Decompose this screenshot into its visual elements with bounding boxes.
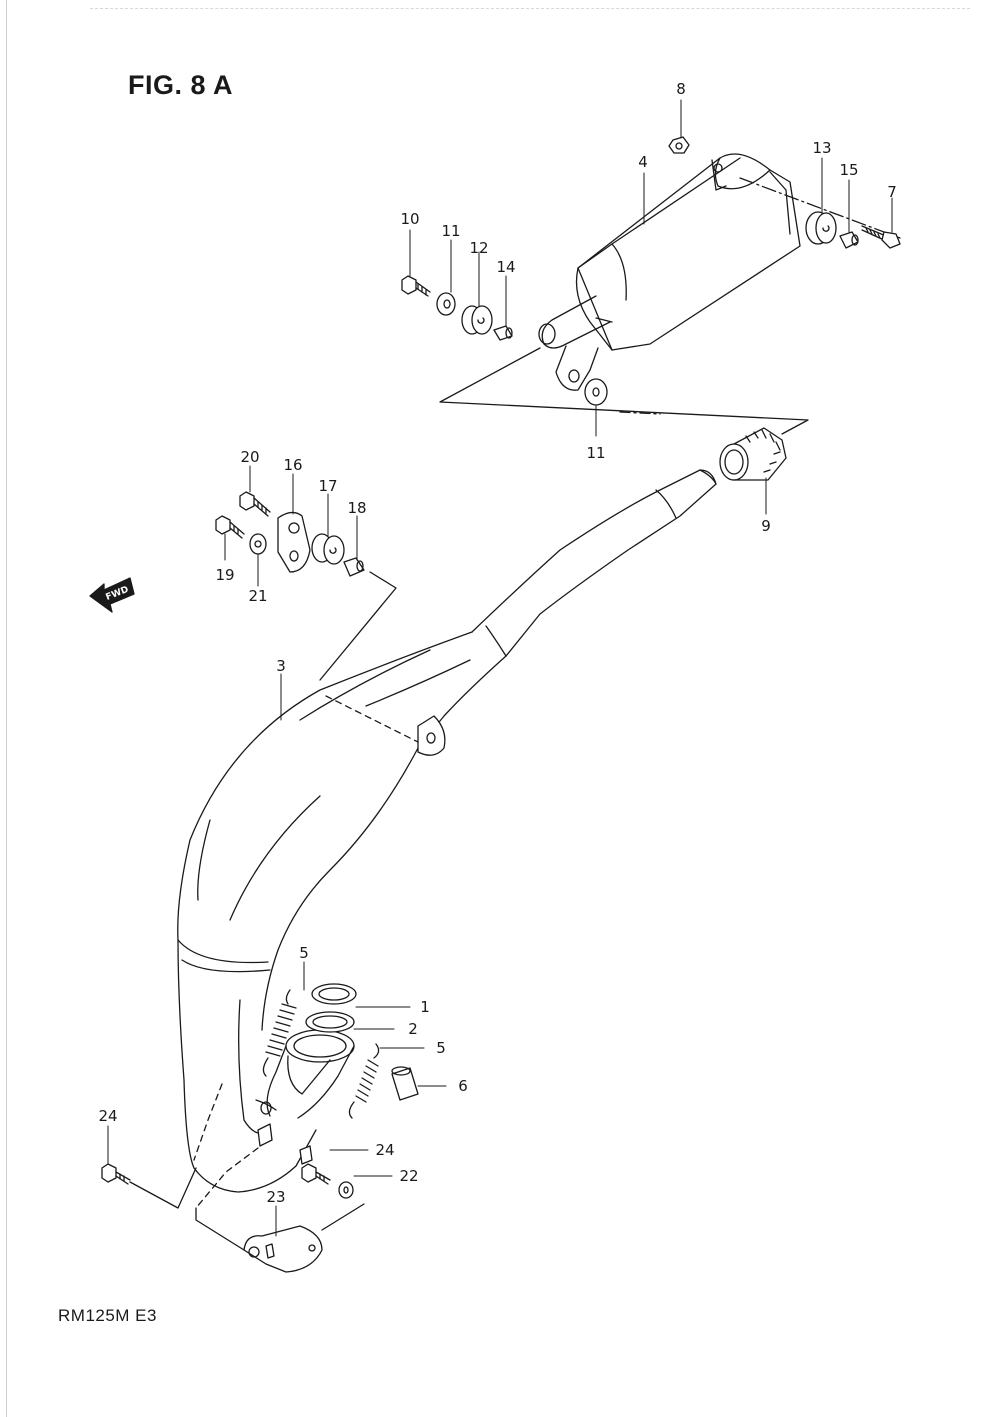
grommet-part-17 [311, 533, 345, 565]
callout-5-upper: 5 [299, 944, 309, 962]
silencer-part [538, 153, 801, 391]
callout-5-lower: 5 [436, 1039, 446, 1057]
washer-part-11a [436, 292, 456, 316]
gasket-part-1 [311, 983, 357, 1005]
inlet-pipe [266, 1029, 355, 1119]
gasket-part-2 [305, 1011, 355, 1033]
callout-4: 4 [638, 153, 648, 171]
bolt-part-7 [861, 225, 901, 249]
grommet-part-13 [805, 211, 837, 245]
callout-19: 19 [215, 566, 234, 584]
bolt-part-24a [101, 1163, 197, 1209]
bracket-part-23 [243, 1225, 323, 1273]
callout-6: 6 [458, 1077, 468, 1095]
washer-part-11b [584, 378, 608, 406]
washer-part-22 [338, 1181, 354, 1199]
callout-11-upper: 11 [441, 222, 460, 240]
grommet-part-12 [461, 305, 493, 335]
bolt-part-19 [215, 515, 245, 539]
collar-part-18 [343, 557, 365, 577]
callout-2: 2 [408, 1020, 418, 1038]
callout-24-right: 24 [375, 1141, 394, 1159]
callout-21: 21 [248, 587, 267, 605]
callout-1: 1 [420, 998, 430, 1016]
callout-14: 14 [496, 258, 515, 276]
forward-arrow-icon [89, 577, 135, 613]
callout-8: 8 [676, 80, 686, 98]
spring-part-5a [262, 989, 297, 1077]
bolt-part-24b [301, 1163, 331, 1185]
callout-3: 3 [276, 657, 286, 675]
model-code: RM125M E3 [58, 1306, 157, 1325]
bolt-part-20 [239, 491, 271, 517]
collar-part-6 [391, 1066, 419, 1101]
callout-7: 7 [887, 183, 897, 201]
callout-10: 10 [400, 210, 419, 228]
callout-12: 12 [469, 239, 488, 257]
callout-13: 13 [812, 139, 831, 157]
nut-part-8 [668, 136, 690, 154]
callout-9: 9 [761, 517, 771, 535]
callout-15: 15 [839, 161, 858, 179]
callout-17: 17 [318, 477, 337, 495]
bracket-part-16 [277, 511, 311, 573]
washer-part-21 [249, 533, 267, 555]
spring-part-5b [348, 1043, 380, 1119]
callout-24-left: 24 [98, 1107, 117, 1125]
figure-title: FIG. 8 A [128, 70, 234, 100]
callout-20: 20 [240, 448, 259, 466]
collar-part-15 [839, 231, 859, 249]
collar-part-14 [493, 325, 513, 341]
callout-11-lower: 11 [586, 444, 605, 462]
callout-18: 18 [347, 499, 366, 517]
callout-22: 22 [399, 1167, 418, 1185]
bolt-part-10 [401, 275, 431, 297]
expansion-chamber-part-3 [177, 469, 717, 1209]
scan-top-line [90, 8, 970, 10]
callout-23: 23 [266, 1188, 285, 1206]
callout-16: 16 [283, 456, 302, 474]
scan-edge-line [6, 0, 7, 1417]
joint-part-9 [719, 427, 787, 481]
